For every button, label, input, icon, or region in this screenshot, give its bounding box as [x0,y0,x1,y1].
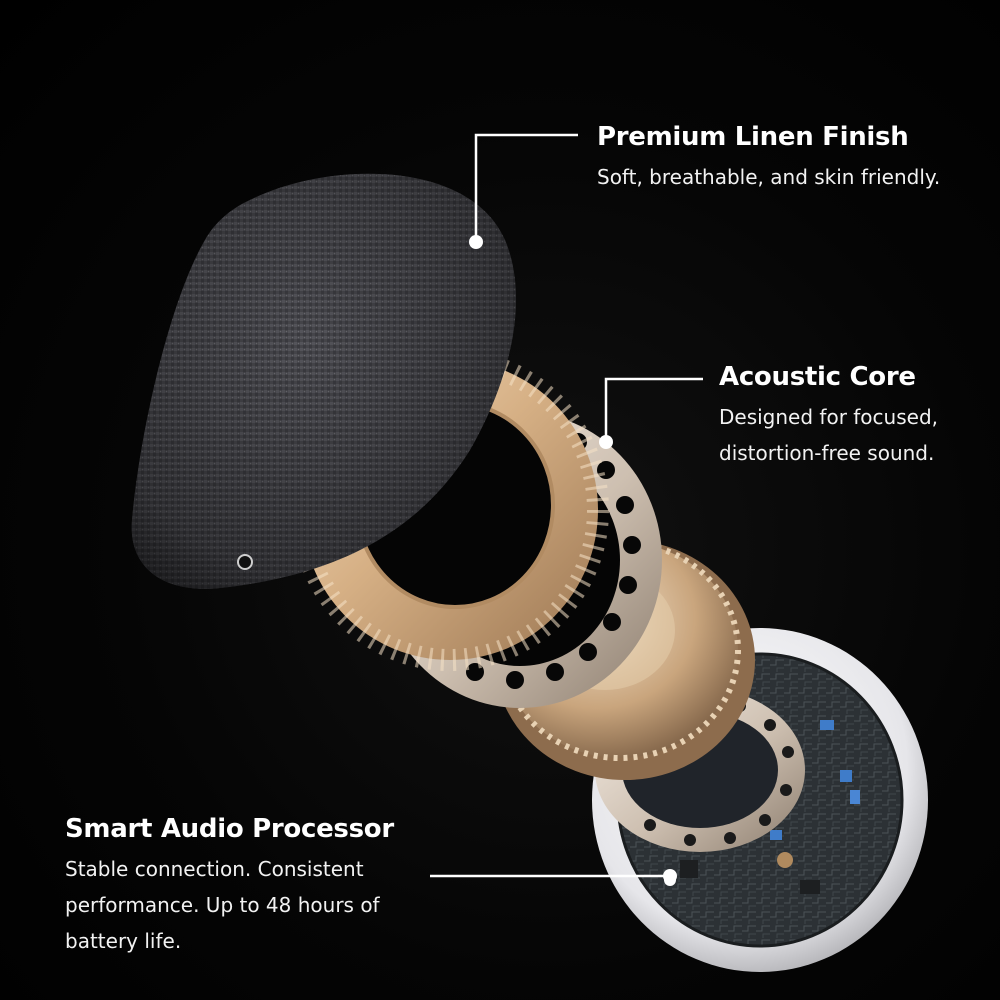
linen-leader-dot [469,235,483,249]
processor-leader-dot [663,869,677,883]
linen-cover [131,173,517,589]
callout-title: Acoustic Core [719,362,916,392]
callout-linen-finish: Premium Linen Finish Soft, breathable, a… [597,121,957,195]
callout-description: Stable connection. Consistent performanc… [65,857,380,953]
callout-title: Smart Audio Processor [65,814,394,844]
callout-description: Soft, breathable, and skin friendly. [597,165,941,189]
linen-leader-line [474,133,578,242]
core-leader-line [604,377,703,442]
callout-title: Premium Linen Finish [597,122,909,152]
core-leader-dot [599,435,613,449]
callout-description: Designed for focused, distortion-free so… [719,405,938,465]
callout-leaders [430,133,703,883]
callout-acoustic-core: Acoustic Core Designed for focused, dist… [719,361,989,471]
callout-smart-audio-processor: Smart Audio Processor Stable connection.… [65,813,435,959]
